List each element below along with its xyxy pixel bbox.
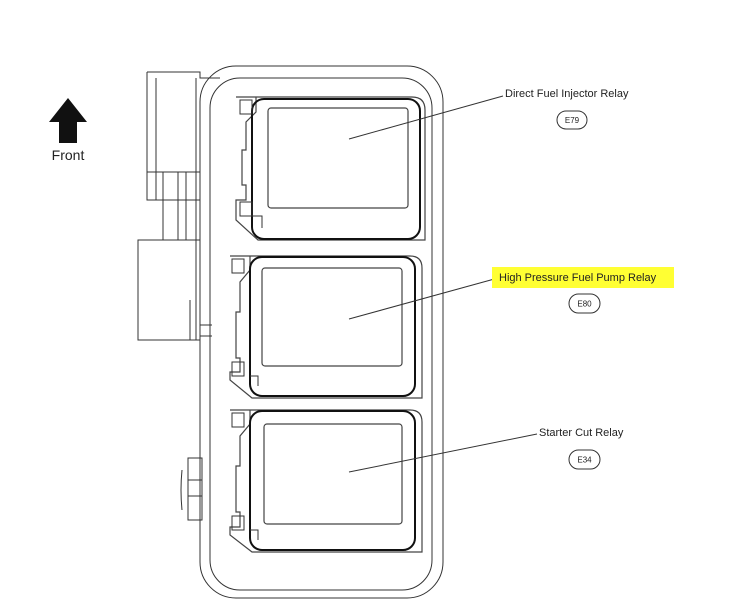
connector-code: E34 [577, 456, 592, 465]
relay-1 [235, 96, 426, 241]
connector-badge-e34: E34 [568, 449, 601, 470]
leader-line-relay-2 [348, 277, 499, 320]
label-highlight [492, 267, 674, 288]
connector-badge-e80: E80 [568, 293, 601, 314]
relay-label-starter-cut: Starter Cut Relay [539, 427, 624, 439]
relay-label-high-pressure-fuel-pump: High Pressure Fuel Pump Relay [499, 272, 657, 284]
connector-code: E80 [577, 300, 592, 309]
connector-badge-e79: E79 [556, 110, 588, 130]
leader-line-relay-3 [348, 433, 538, 473]
side-connector-housing [137, 71, 220, 521]
front-arrow-icon [49, 98, 87, 143]
relay-3 [229, 409, 423, 553]
relay-2 [229, 255, 423, 399]
relay-block-body [199, 65, 444, 599]
connector-code: E79 [565, 116, 580, 125]
front-label: Front [52, 147, 85, 163]
leader-line-relay-1 [348, 95, 504, 140]
relay-label-direct-fuel-injector: Direct Fuel Injector Relay [505, 88, 629, 100]
